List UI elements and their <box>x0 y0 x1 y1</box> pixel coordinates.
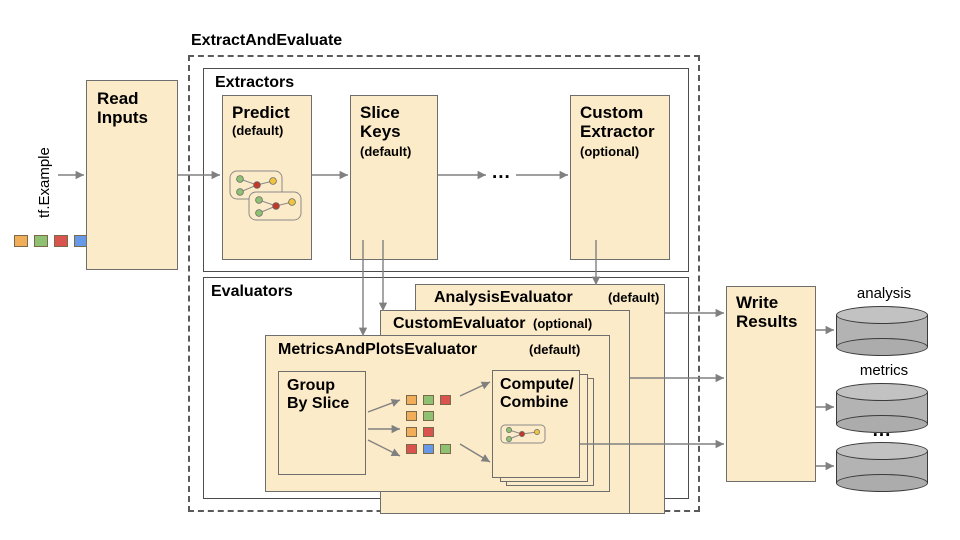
extractor-custom-title: Custom Extractor <box>580 103 655 142</box>
slice-chip <box>423 444 434 454</box>
cylinder-bottom <box>836 338 928 356</box>
extractor-predict-qualifier: (default) <box>232 123 284 138</box>
graph-nodes-icon <box>500 424 546 444</box>
evaluators-caption: Evaluators <box>211 283 293 300</box>
cylinder-bottom <box>836 415 928 433</box>
cylinder-top <box>836 442 928 460</box>
legend-chip-green <box>34 235 48 247</box>
evaluator-custom-qualifier: (optional) <box>533 316 593 331</box>
slice-chip <box>406 444 417 454</box>
output-label-metrics: metrics <box>859 362 909 379</box>
input-label: tf.Example <box>36 147 53 218</box>
slice-chip <box>440 444 451 454</box>
evaluator-analysis-title: AnalysisEvaluator <box>434 289 573 306</box>
extractors-caption: Extractors <box>215 74 295 91</box>
slice-chip <box>423 411 434 421</box>
database-cylinder-icon[interactable] <box>836 383 928 433</box>
compute-combine-box[interactable]: Compute/ Combine <box>492 370 580 478</box>
group-by-slice-title: Group By Slice <box>287 377 350 412</box>
evaluator-metrics-plots-qualifier: (default) <box>529 342 581 357</box>
output-label-more: ... <box>872 420 892 441</box>
extractor-slice-keys-title: Slice Keys <box>360 103 401 142</box>
extractor-predict-title: Predict <box>232 103 290 122</box>
extractor-custom-box[interactable]: Custom Extractor (optional) <box>570 95 670 260</box>
group-by-slice-box[interactable]: Group By Slice <box>278 371 366 475</box>
slice-chip <box>406 395 417 405</box>
read-inputs-title: Read Inputs <box>97 89 148 128</box>
cylinder-bottom <box>836 474 928 492</box>
legend-chip-red <box>54 235 68 247</box>
database-cylinder-icon[interactable] <box>836 306 928 356</box>
extractor-predict-box[interactable]: Predict (default) <box>222 95 312 260</box>
cylinder-top <box>836 306 928 324</box>
slice-chip <box>423 427 434 437</box>
extractor-custom-qualifier: (optional) <box>580 144 640 159</box>
graph-nodes-icon <box>229 170 302 221</box>
slice-chip <box>406 411 417 421</box>
write-results-box[interactable]: Write Results <box>726 286 816 482</box>
database-cylinder-icon[interactable] <box>836 442 928 492</box>
evaluator-metrics-plots-title: MetricsAndPlotsEvaluator <box>278 341 478 358</box>
extractor-slice-keys-qualifier: (default) <box>360 144 412 159</box>
slice-chip <box>423 395 434 405</box>
extractors-ellipsis: ... <box>492 162 511 183</box>
legend-chip-orange <box>14 235 28 247</box>
extractor-slice-keys-box[interactable]: Slice Keys (default) <box>350 95 438 260</box>
slice-chip <box>406 427 417 437</box>
evaluator-custom-title: CustomEvaluator <box>393 315 526 332</box>
compute-combine-title: Compute/ Combine <box>500 376 574 411</box>
extract-and-evaluate-label: ExtractAndEvaluate <box>191 32 343 49</box>
slice-chip <box>440 395 451 405</box>
cylinder-top <box>836 383 928 401</box>
evaluator-analysis-qualifier: (default) <box>608 290 660 305</box>
read-inputs-box[interactable]: Read Inputs <box>86 80 178 270</box>
output-label-analysis: analysis <box>856 285 912 302</box>
write-results-title: Write Results <box>736 293 798 332</box>
